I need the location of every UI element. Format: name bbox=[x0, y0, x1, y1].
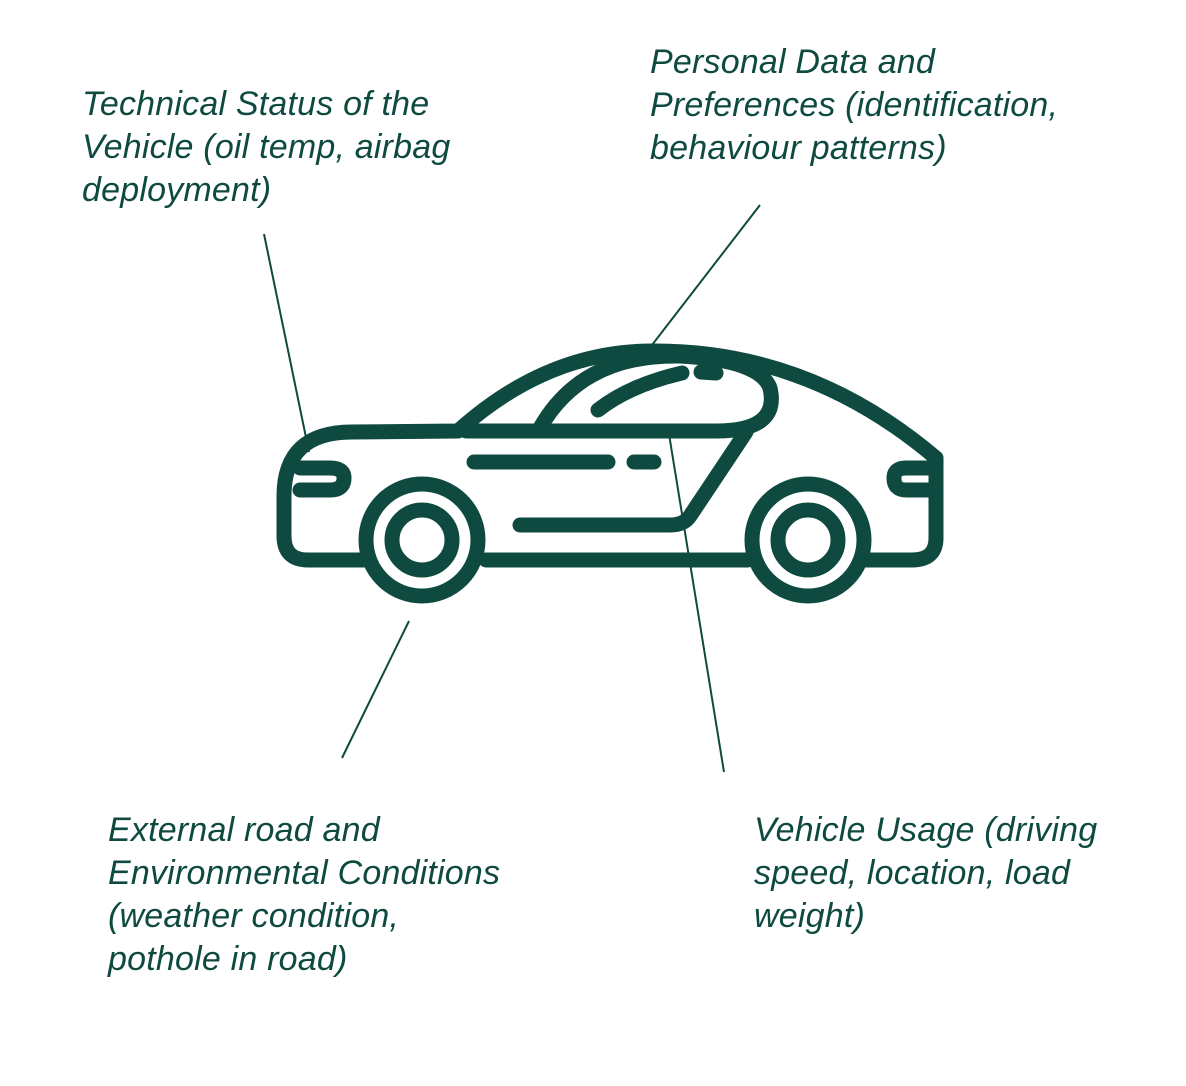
front-wheel bbox=[744, 476, 872, 604]
rear-light bbox=[292, 460, 352, 498]
rear-wheel bbox=[358, 476, 486, 604]
car-body-outline bbox=[276, 343, 944, 568]
label-line: deployment) bbox=[82, 171, 272, 209]
label-line: External road and bbox=[108, 811, 380, 849]
label-line: speed, location, load bbox=[754, 854, 1071, 892]
label-vehicle-usage: Vehicle Usage (driving speed, location, … bbox=[754, 809, 1097, 938]
window-glint bbox=[590, 365, 690, 418]
label-line: Preferences (identification, bbox=[650, 86, 1059, 124]
label-technical-status: Technical Status of the Vehicle (oil tem… bbox=[82, 83, 450, 212]
label-line: Technical Status of the bbox=[82, 85, 430, 123]
leader-lines bbox=[263, 204, 761, 773]
label-line: Vehicle (oil temp, airbag bbox=[82, 128, 451, 166]
label-line: Vehicle Usage (driving bbox=[754, 811, 1098, 849]
label-line: pothole in road) bbox=[108, 940, 348, 978]
leader-line-external bbox=[341, 620, 410, 759]
label-line: (weather condition, bbox=[108, 897, 400, 935]
label-external-conditions: External road and Environmental Conditio… bbox=[108, 809, 500, 981]
rear-wheel-hub bbox=[384, 502, 460, 578]
car-icon bbox=[276, 343, 944, 604]
label-line: Personal Data and bbox=[650, 43, 936, 81]
leader-line-personal bbox=[651, 204, 761, 346]
leader-line-usage bbox=[667, 427, 725, 773]
label-line: behaviour patterns) bbox=[650, 129, 947, 167]
window-glint-dot bbox=[693, 364, 724, 381]
car-door bbox=[512, 424, 754, 533]
label-line: Environmental Conditions bbox=[108, 854, 501, 892]
leader-line-technical bbox=[263, 233, 310, 453]
front-light bbox=[886, 460, 940, 498]
label-personal-data: Personal Data and Preferences (identific… bbox=[650, 41, 1058, 170]
label-line: weight) bbox=[754, 897, 866, 935]
front-wheel-hub bbox=[770, 502, 846, 578]
car-window bbox=[458, 348, 779, 439]
